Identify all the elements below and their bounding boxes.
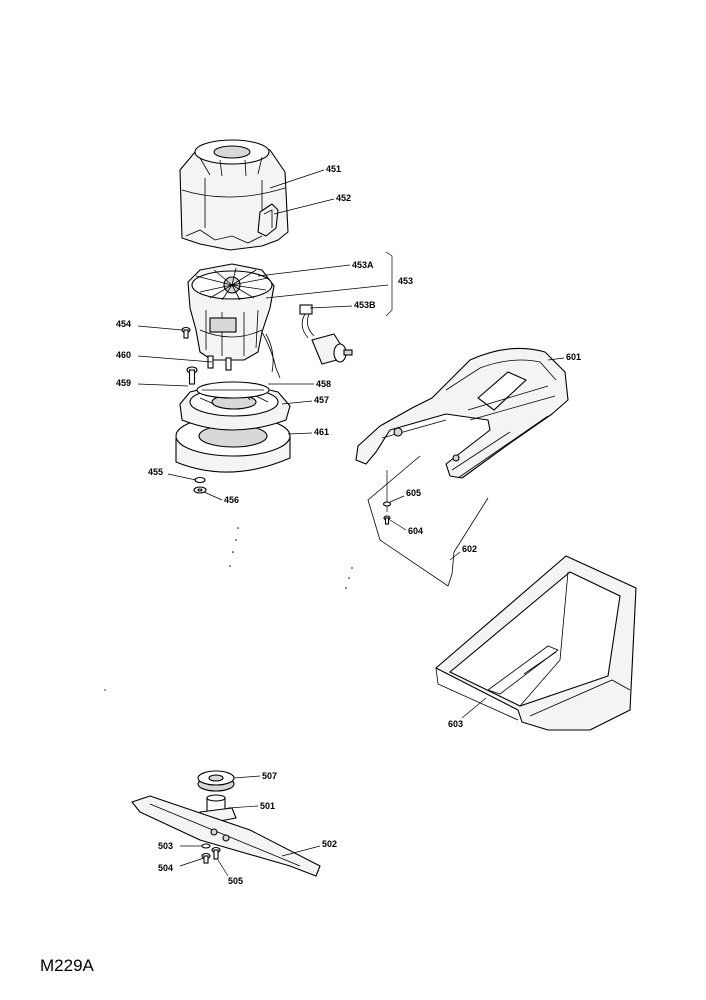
label-453: 453: [398, 276, 413, 286]
label-503: 503: [158, 841, 173, 851]
label-460: 460: [116, 350, 131, 360]
label-507: 507: [262, 771, 277, 781]
handle: [355, 347, 569, 479]
label-458: 458: [316, 379, 331, 389]
blade: [131, 795, 321, 877]
bolt-459: [186, 366, 198, 385]
label-455: 455: [148, 467, 163, 477]
handle-screw: [382, 470, 392, 525]
label-502: 502: [322, 839, 337, 849]
label-604: 604: [408, 526, 423, 536]
label-456: 456: [224, 495, 239, 505]
capacitor: [299, 304, 353, 365]
motor: [187, 263, 281, 379]
scan-specks: [104, 527, 353, 691]
label-454: 454: [116, 319, 131, 329]
label-603: 603: [448, 719, 463, 729]
label-601: 601: [566, 352, 581, 362]
label-501: 501: [260, 801, 275, 811]
label-451: 451: [326, 164, 341, 174]
label-461: 461: [314, 427, 329, 437]
leader-lines: [137, 169, 565, 877]
screw-454: [181, 326, 191, 339]
label-453a: 453A: [352, 260, 374, 270]
cover-fitting: [257, 203, 279, 237]
label-453b: 453B: [354, 300, 376, 310]
motor-cover: [179, 139, 289, 251]
label-459: 459: [116, 378, 131, 388]
grass-box: [435, 555, 637, 731]
washers: [193, 476, 207, 494]
blade-bolts: [201, 843, 221, 864]
label-504: 504: [158, 863, 173, 873]
wire-bail: [367, 455, 489, 587]
label-505: 505: [228, 876, 243, 886]
label-452: 452: [336, 193, 351, 203]
label-457: 457: [314, 395, 329, 405]
fan-housing: [175, 381, 291, 473]
label-605: 605: [406, 488, 421, 498]
drawing-code: M229A: [40, 956, 95, 975]
label-602: 602: [462, 544, 477, 554]
part-labels: 451 452 453A 453 453B 454 460 459 458 45…: [116, 164, 581, 886]
